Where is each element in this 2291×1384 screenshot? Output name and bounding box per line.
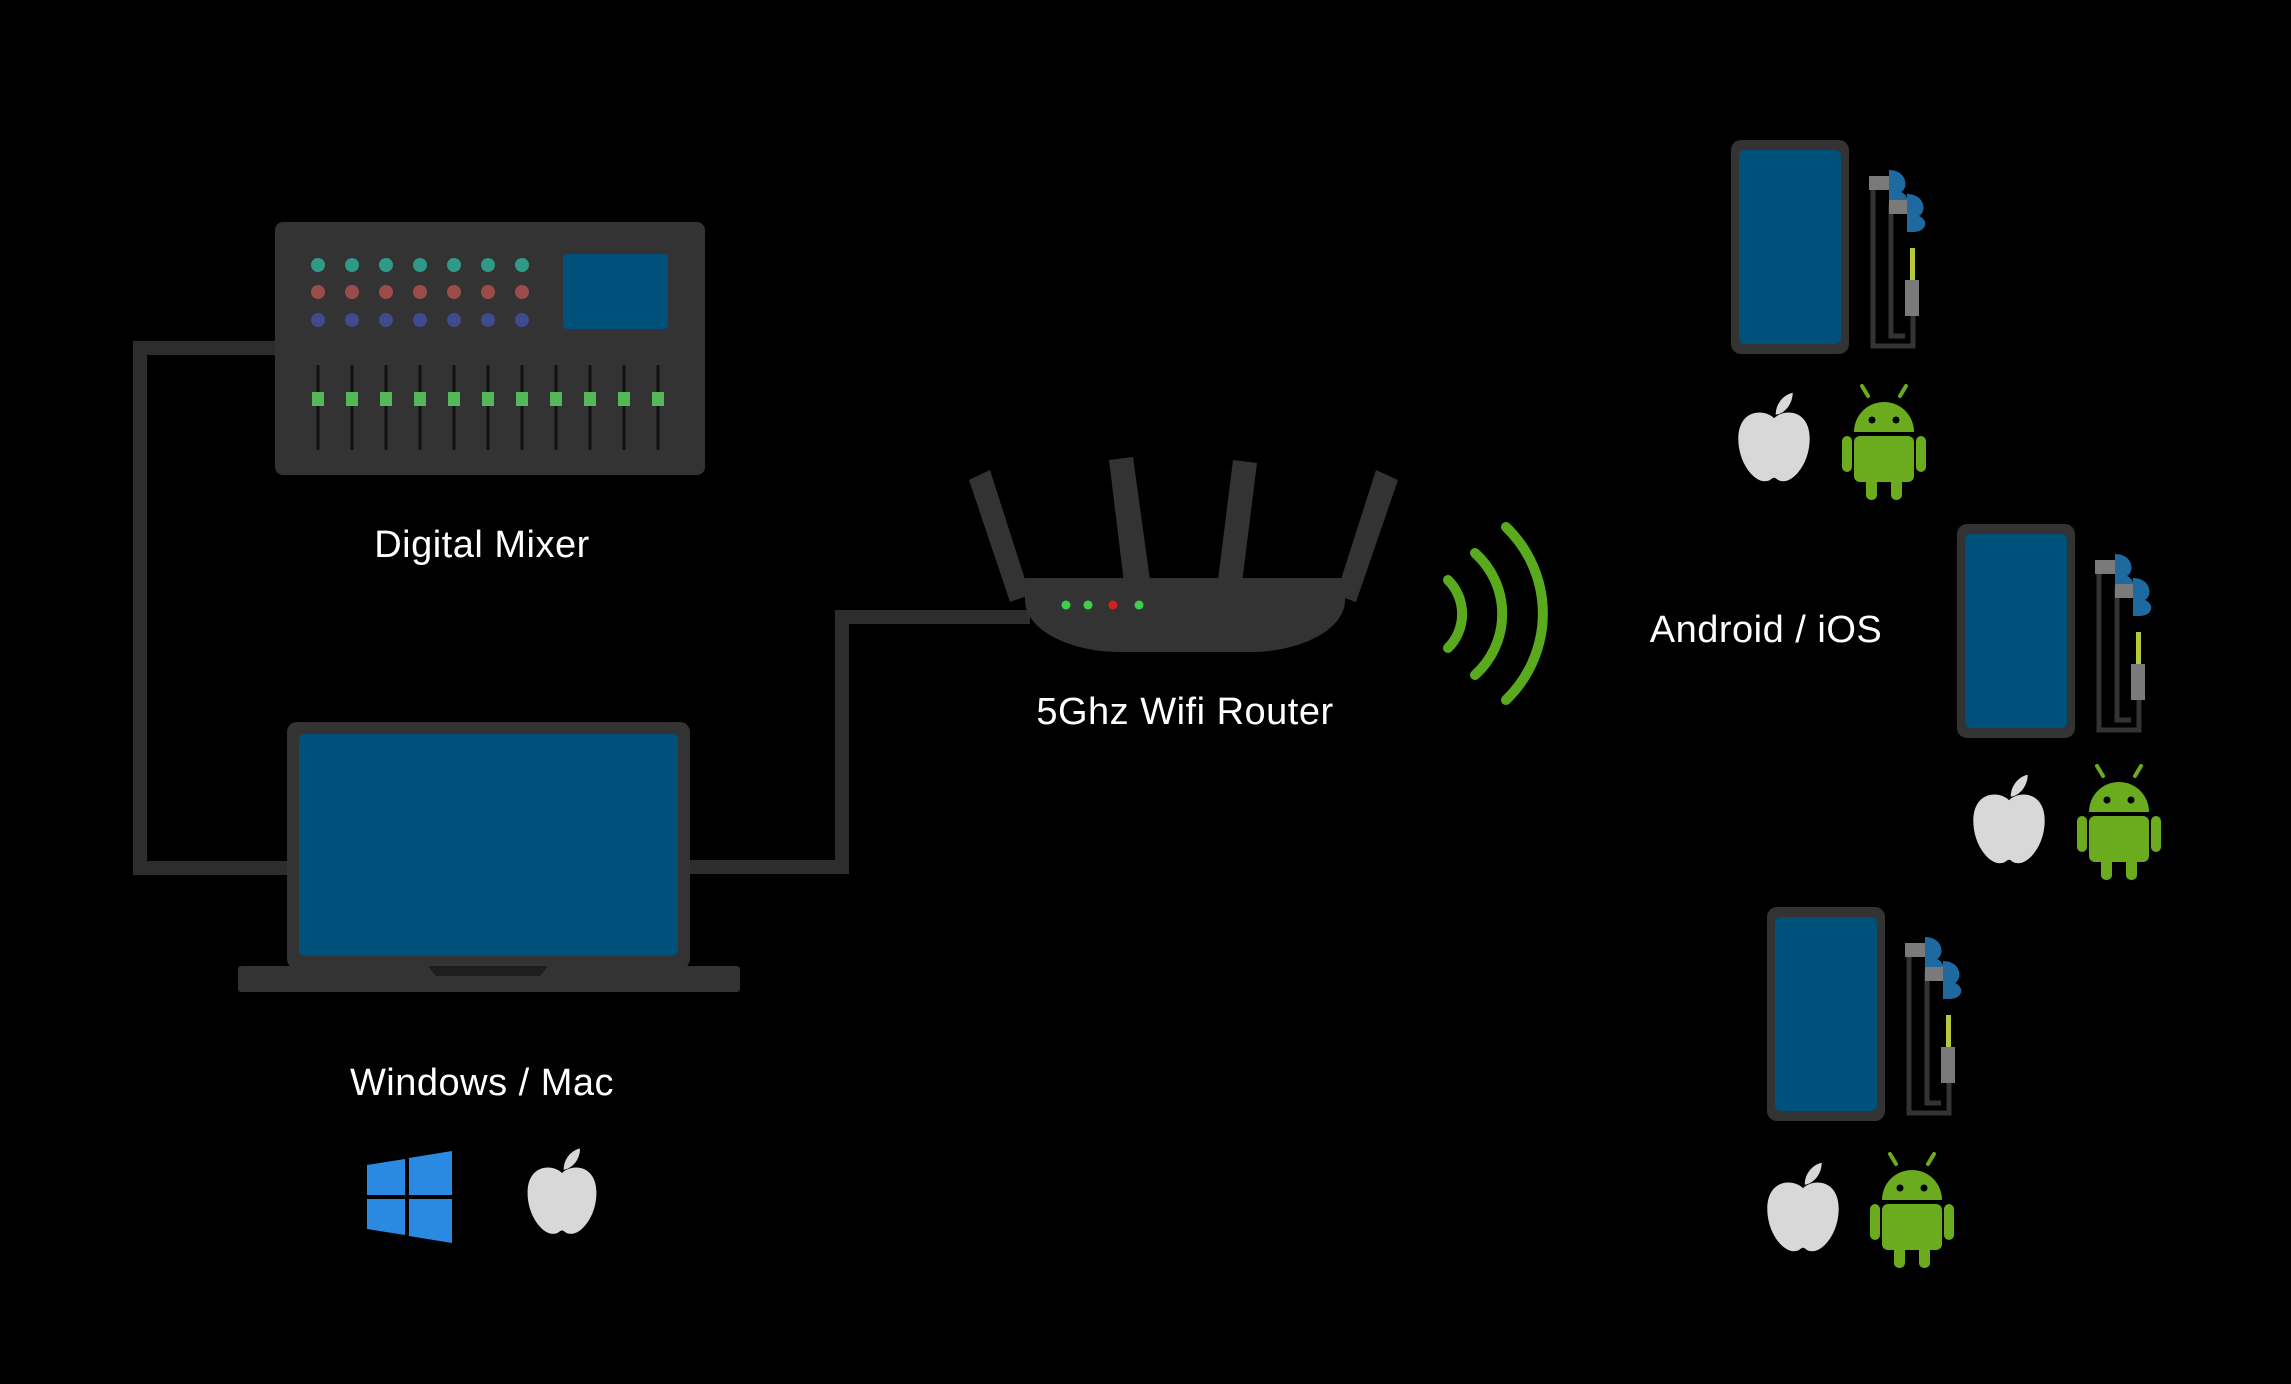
phone-device-3 (1767, 907, 1961, 1270)
phone-with-earphones-icon (1731, 140, 1925, 354)
android-logo-icon (1868, 1152, 1956, 1270)
apple-logo-icon (1973, 774, 2045, 864)
android-logo-icon (2075, 764, 2163, 882)
apple-logo-icon (1738, 392, 1810, 482)
android-logo-icon (1840, 384, 1928, 502)
mixer-knobs (311, 258, 529, 327)
phone-device-2 (1957, 524, 2163, 882)
windows-logo-icon (367, 1151, 452, 1243)
phone-with-earphones-icon (1767, 907, 1961, 1121)
mixer-label: Digital Mixer (374, 524, 590, 566)
router-label: 5Ghz Wifi Router (1036, 691, 1333, 733)
cable-computer-to-router (690, 610, 1030, 874)
mobile-label: Android / iOS (1650, 609, 1883, 651)
apple-logo-icon (1767, 1162, 1839, 1252)
cable-mixer-to-computer (133, 341, 290, 875)
wifi-router (969, 457, 1398, 652)
router-leds (1061, 600, 1144, 610)
phone-device-1 (1731, 140, 1928, 502)
apple-logo-icon (527, 1148, 597, 1234)
wifi-signal-icon (1443, 522, 1548, 705)
mixer-faders (312, 365, 664, 450)
digital-mixer (275, 222, 705, 475)
computer-label: Windows / Mac (350, 1062, 614, 1104)
phone-with-earphones-icon (1957, 524, 2151, 738)
laptop (238, 722, 740, 992)
laptop-screen (299, 734, 678, 956)
mixer-display (563, 254, 668, 329)
